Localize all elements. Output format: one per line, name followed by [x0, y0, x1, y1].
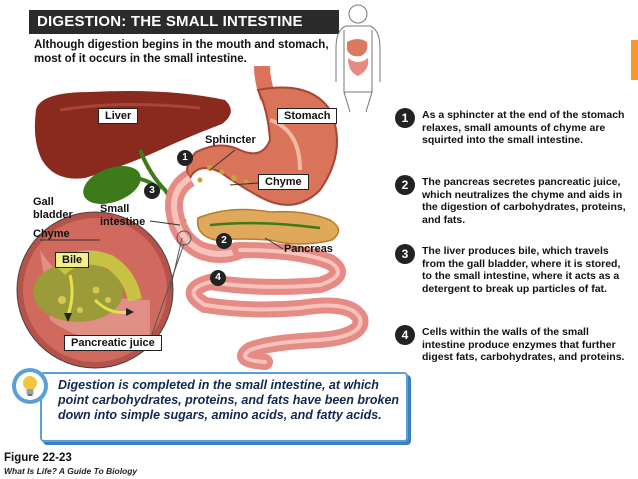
step-4-number: 4	[395, 325, 415, 345]
chyme-left-label: Chyme	[33, 228, 70, 240]
stomach-label: Stomach	[277, 108, 338, 124]
step-3-number: 3	[395, 244, 415, 264]
diagram-marker-4: 4	[210, 270, 226, 286]
diagram-marker-1: 1	[177, 150, 193, 166]
gall-bladder-shape	[83, 166, 141, 204]
page-title: DIGESTION: THE SMALL INTESTINE	[29, 10, 339, 34]
intro-text: Although digestion begins in the mouth a…	[34, 39, 329, 65]
summary-box	[40, 372, 408, 442]
diagram-marker-3: 3	[144, 183, 160, 199]
step-1-text: As a sphincter at the end of the stomach…	[422, 109, 625, 146]
pancreatic-juice-label: Pancreatic juice	[64, 335, 162, 351]
step-2-number: 2	[395, 175, 415, 195]
source-citation: What Is Life? A Guide To Biology	[4, 466, 138, 476]
small-intestine-label: Small intestine	[100, 203, 146, 228]
step-4-text: Cells within the walls of the small inte…	[422, 326, 625, 363]
step-1-number: 1	[395, 108, 415, 128]
figure-caption: Figure 22-23	[4, 452, 72, 464]
lightbulb-icon	[12, 368, 48, 404]
chyme-particles	[197, 165, 249, 185]
diagram-marker-2: 2	[216, 233, 232, 249]
pancreas-label: Pancreas	[284, 243, 333, 255]
summary-text: Digestion is completed in the small inte…	[58, 378, 400, 422]
liver-shape	[34, 91, 231, 179]
step-2-text: The pancreas secretes pancreatic juice, …	[422, 176, 626, 226]
chyme-label: Chyme	[258, 174, 309, 190]
pancreas-shape	[196, 208, 340, 245]
liver-label: Liver	[98, 108, 139, 124]
sphincter-label: Sphincter	[205, 134, 256, 146]
gall-bladder-label: Gall bladder	[33, 196, 73, 221]
slide-edge-accent	[631, 40, 638, 80]
step-3-text: The liver produces bile, which travels f…	[422, 245, 621, 295]
body-silhouette	[335, 4, 381, 113]
bile-label: Bile	[55, 252, 90, 268]
